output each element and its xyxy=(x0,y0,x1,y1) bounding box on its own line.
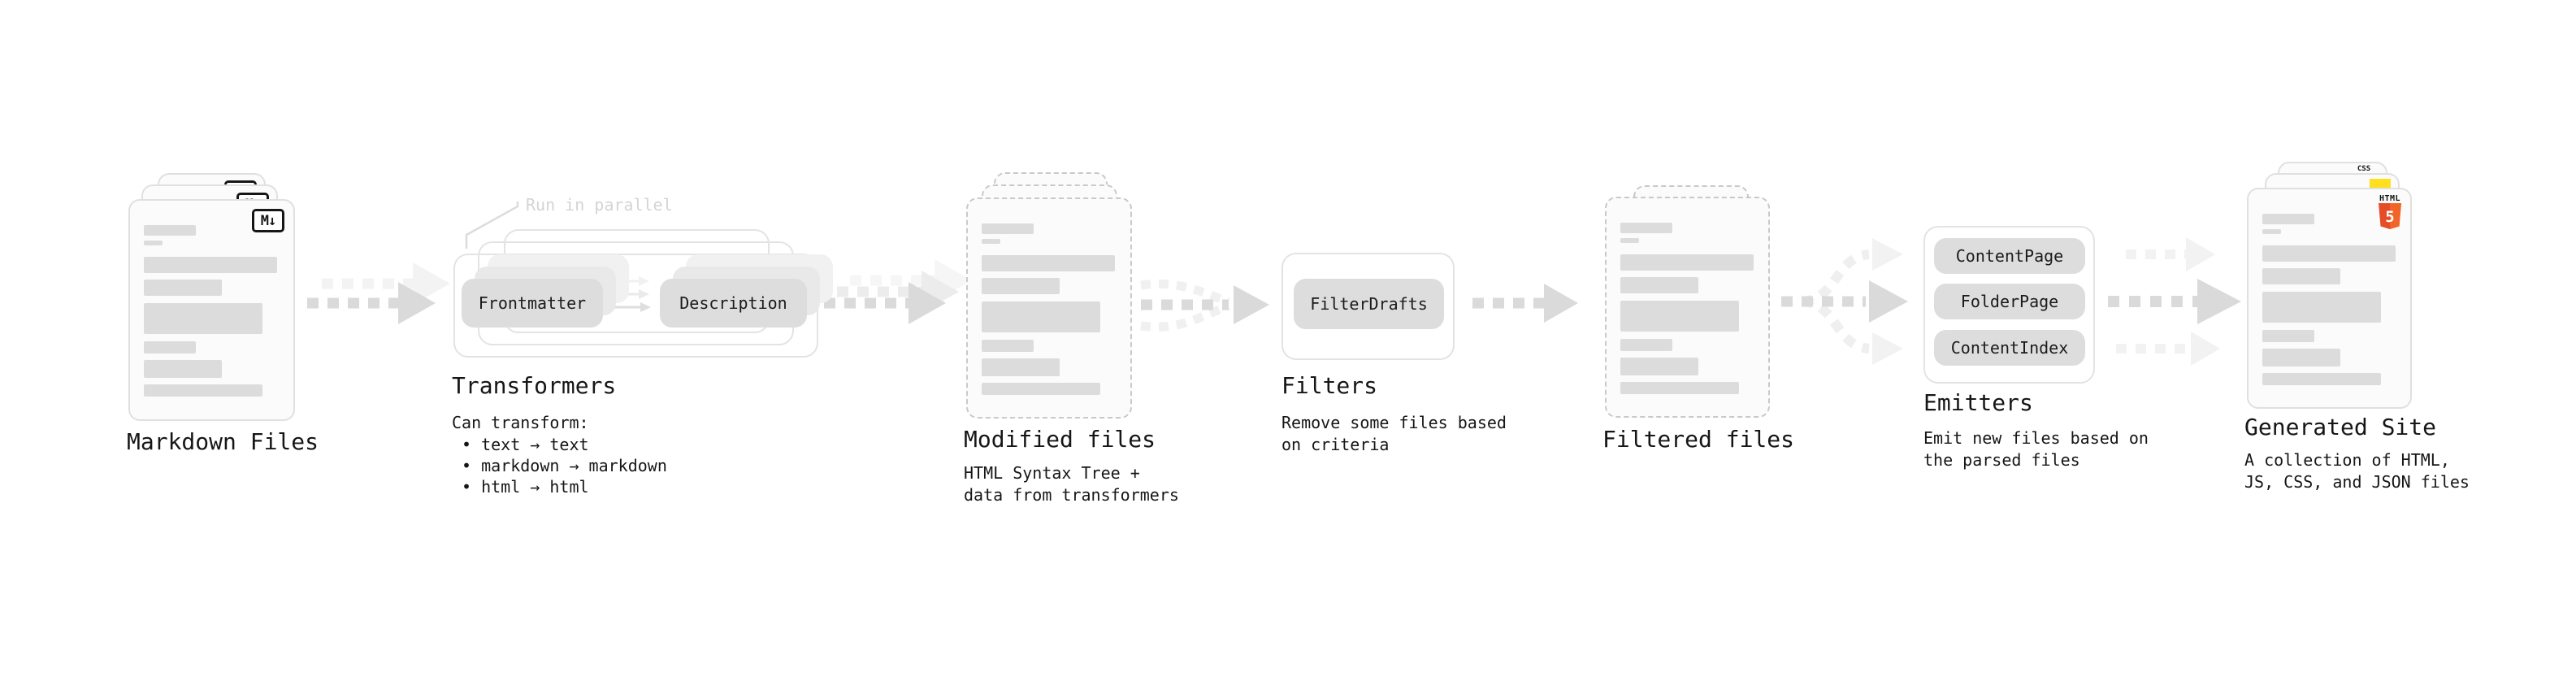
arrow-modified-to-filters xyxy=(1140,279,1269,332)
text-placeholder-bar xyxy=(1620,382,1739,394)
text-placeholder-bar xyxy=(144,280,222,296)
text-placeholder-bar xyxy=(982,278,1060,294)
frontmatter-block: Frontmatter xyxy=(462,279,603,327)
text-placeholder-bar xyxy=(1620,238,1639,243)
filterdrafts-block: FilterDrafts xyxy=(1294,279,1444,329)
arrow-emitters-to-generated xyxy=(2108,237,2241,366)
filtered-file-card-front xyxy=(1605,197,1770,418)
modified-files-subtitle: data from transformers xyxy=(964,485,1179,505)
text-placeholder-bar xyxy=(144,257,277,273)
text-placeholder-bar xyxy=(144,341,196,354)
transformers-heading: Transformers xyxy=(452,372,617,399)
html5-icon: HTML 5 xyxy=(2379,194,2401,229)
filtered-files-label: Filtered files xyxy=(1602,426,1795,453)
text-placeholder-bar xyxy=(144,360,222,378)
text-placeholder-bar xyxy=(982,223,1034,234)
text-placeholder-bar xyxy=(1620,223,1672,233)
markdown-files-label: Markdown Files xyxy=(127,428,319,455)
text-placeholder-bar xyxy=(2262,229,2281,234)
text-placeholder-bars xyxy=(144,225,277,397)
run-in-parallel-note: Run in parallel xyxy=(526,195,673,215)
text-placeholder-bar xyxy=(144,241,163,245)
text-placeholder-bars xyxy=(982,223,1115,395)
text-placeholder-bar xyxy=(1620,254,1754,271)
text-placeholder-bar xyxy=(144,303,262,334)
transformers-bullet: • markdown → markdown xyxy=(462,456,667,475)
generated-site-subtitle: A collection of HTML, xyxy=(2244,450,2450,470)
text-placeholder-bar xyxy=(2262,245,2396,262)
text-placeholder-bar xyxy=(982,301,1100,332)
text-placeholder-bar xyxy=(982,239,1000,244)
javascript-icon xyxy=(2370,179,2391,189)
markdown-file-card-front: M↓ xyxy=(128,199,295,421)
generated-site-subtitle: JS, CSS, and JSON files xyxy=(2244,472,2470,492)
emitters-subtitle: Emit new files based on xyxy=(1923,428,2149,448)
generated-file-card-front: HTML 5 xyxy=(2247,188,2412,409)
emitters-container xyxy=(1923,226,2095,384)
emitters-heading: Emitters xyxy=(1923,389,2033,416)
text-placeholder-bar xyxy=(1620,339,1672,351)
filters-subtitle: Remove some files based xyxy=(1281,413,1507,432)
modified-files-subtitle: HTML Syntax Tree + xyxy=(964,463,1140,483)
description-block: Description xyxy=(660,279,807,327)
text-placeholder-bar xyxy=(144,225,196,236)
text-placeholder-bars xyxy=(1620,223,1754,394)
text-placeholder-bar xyxy=(2262,268,2340,284)
markdown-icon: M↓ xyxy=(252,209,284,232)
arrow-markdown-to-transformers xyxy=(307,262,450,324)
text-placeholder-bar xyxy=(2262,349,2340,367)
arrow-transformers-to-modified xyxy=(824,259,972,324)
text-placeholder-bar xyxy=(982,340,1034,352)
filters-heading: Filters xyxy=(1281,372,1378,399)
text-placeholder-bar xyxy=(2262,214,2314,224)
text-placeholder-bar xyxy=(982,383,1100,395)
folderpage-block: FolderPage xyxy=(1934,284,2085,319)
text-placeholder-bar xyxy=(982,358,1060,376)
arrow-filtered-to-emitters xyxy=(1781,238,1908,365)
filters-container xyxy=(1281,253,1455,360)
modified-files-label: Modified files xyxy=(964,426,1156,453)
text-placeholder-bar xyxy=(2262,292,2381,323)
emitters-subtitle: the parsed files xyxy=(1923,450,2080,470)
text-placeholder-bar xyxy=(2262,373,2381,385)
transformers-bullet: • html → html xyxy=(462,477,589,497)
contentindex-block: ContentIndex xyxy=(1934,330,2085,366)
text-placeholder-bar xyxy=(1620,277,1698,293)
text-placeholder-bar xyxy=(144,384,262,397)
text-placeholder-bar xyxy=(982,255,1115,271)
transformers-bullet: • text → text xyxy=(462,435,589,454)
transformers-body-title: Can transform: xyxy=(452,413,589,432)
text-placeholder-bar xyxy=(1620,358,1698,375)
text-placeholder-bars xyxy=(2262,214,2396,385)
filters-subtitle: on criteria xyxy=(1281,435,1390,454)
text-placeholder-bar xyxy=(2262,330,2314,342)
svg-text:5: 5 xyxy=(2385,208,2394,226)
generated-site-label: Generated Site xyxy=(2244,414,2437,440)
arrow-filters-to-filtered xyxy=(1472,284,1578,323)
text-placeholder-bar xyxy=(1620,301,1739,332)
modified-file-card-front xyxy=(966,197,1132,419)
contentpage-block: ContentPage xyxy=(1934,238,2085,274)
